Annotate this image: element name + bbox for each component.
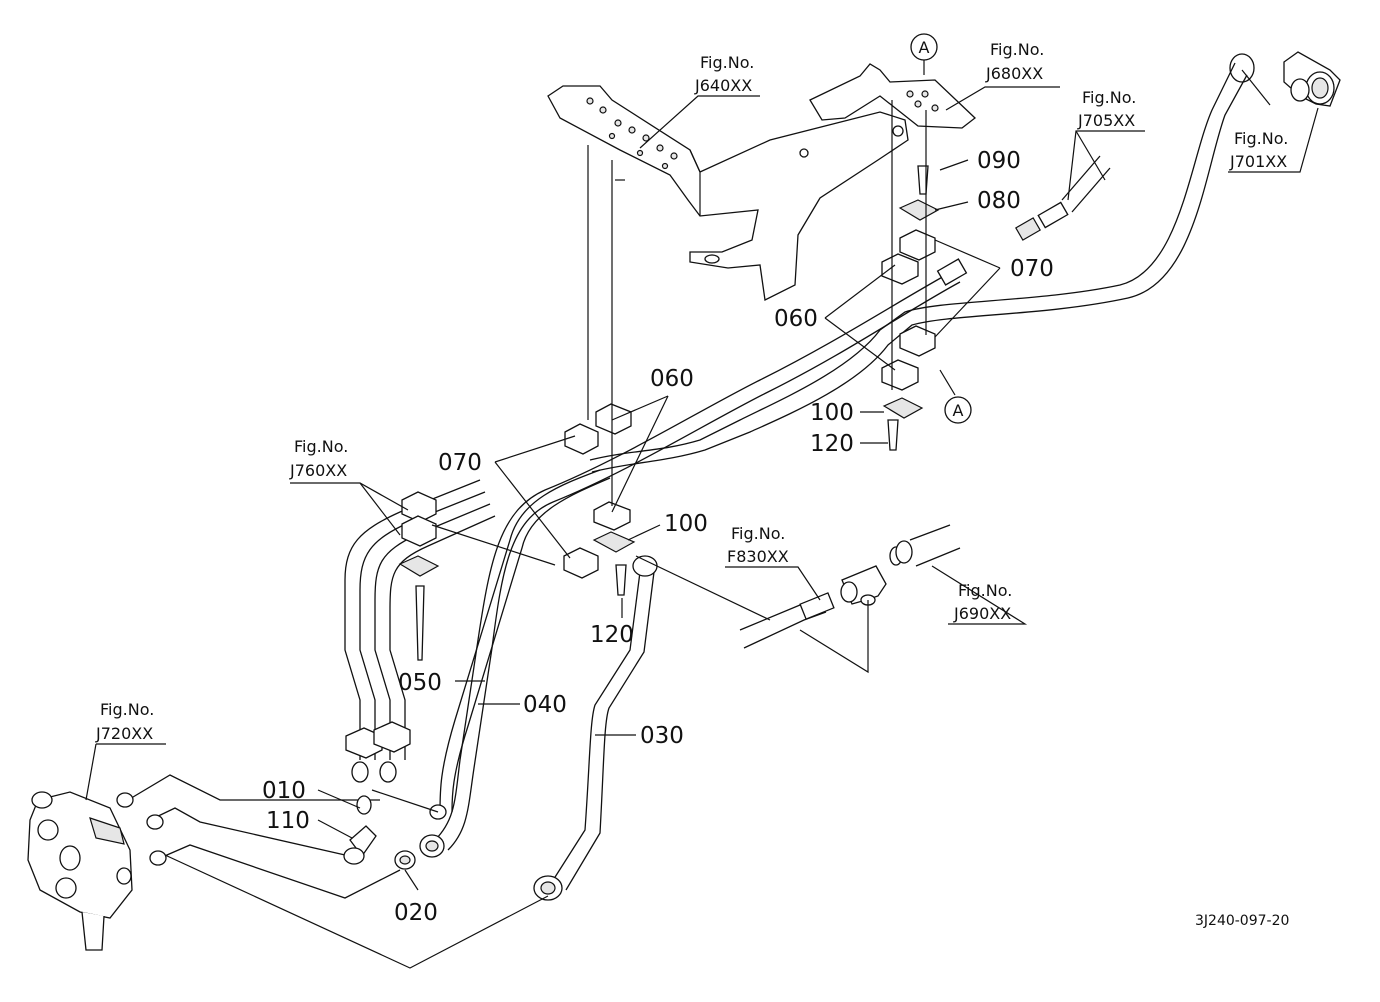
figref-j640-line2: J640XX — [694, 76, 752, 95]
hose-f830 — [739, 592, 835, 649]
figref-j640: Fig.No. J640XX — [694, 53, 754, 95]
figref-j760-line2: J760XX — [289, 461, 347, 480]
label-120-mid: 120 — [590, 622, 634, 648]
marker-a-bottom: A — [944, 396, 972, 424]
clamp-set-mid — [563, 403, 636, 596]
clamp-set-right — [881, 165, 940, 451]
label-070-right: 070 — [1010, 256, 1054, 282]
pipe-upper-long — [589, 62, 1236, 461]
pipe-030-inner — [565, 571, 655, 891]
fitting-j705 — [1015, 155, 1111, 241]
pipe-040-inner — [447, 281, 961, 851]
frame-bracket-j680 — [809, 63, 976, 129]
label-020: 020 — [394, 900, 438, 926]
tee-fitting-j701 — [1229, 51, 1341, 107]
control-valve-j720 — [27, 791, 133, 951]
label-030: 030 — [640, 723, 684, 749]
figref-j720-line1: Fig.No. — [100, 700, 154, 719]
marker-a-bottom-text: A — [953, 401, 964, 420]
figref-j720-line2: J720XX — [95, 724, 153, 743]
marker-a-top-text: A — [919, 38, 930, 57]
clamp-set-left — [345, 491, 440, 783]
label-050: 050 — [398, 670, 442, 696]
marker-a-top: A — [910, 33, 938, 61]
drawing-code: 3J240-097-20 — [1195, 913, 1289, 929]
pipe-030 — [549, 571, 641, 886]
figref-f830-line1: Fig.No. — [731, 524, 785, 543]
fittings-lower — [116, 792, 447, 870]
figref-j760: Fig.No. J760XX — [289, 437, 348, 480]
frame-bracket-j640 — [547, 85, 909, 301]
label-100-mid: 100 — [664, 511, 708, 537]
figref-f830: Fig.No. F830XX — [727, 524, 789, 566]
label-110: 110 — [266, 808, 310, 834]
pipe-j760-a — [344, 479, 481, 760]
pipe-j760-d — [389, 515, 496, 760]
figref-j760-line1: Fig.No. — [294, 437, 348, 456]
label-120-right: 120 — [810, 431, 854, 457]
label-090: 090 — [977, 148, 1021, 174]
pipe-050-inner — [451, 477, 611, 813]
label-060-right: 060 — [774, 306, 818, 332]
figref-j701-line1: Fig.No. — [1234, 129, 1288, 148]
pipe-lower-c — [159, 844, 401, 899]
figref-j705-line2: J705XX — [1077, 111, 1135, 130]
figref-j680: Fig.No. J680XX — [985, 40, 1044, 83]
figref-j690-line2: J690XX — [953, 604, 1011, 623]
label-040: 040 — [523, 692, 567, 718]
pipe-upper-long-inner — [591, 74, 1248, 473]
label-100-right: 100 — [810, 400, 854, 426]
figref-j701: Fig.No. J701XX — [1229, 129, 1288, 171]
leader-lines — [85, 60, 1319, 969]
figref-j720: Fig.No. J720XX — [95, 700, 154, 743]
pipe-040 — [434, 269, 956, 841]
label-080: 080 — [977, 188, 1021, 214]
figref-j680-line1: Fig.No. — [990, 40, 1044, 59]
figref-f830-line2: F830XX — [727, 547, 789, 566]
label-070-left: 070 — [438, 450, 482, 476]
label-010: 010 — [262, 778, 306, 804]
figref-j680-line2: J680XX — [985, 64, 1043, 83]
pipe-lower-b — [149, 807, 346, 856]
figref-j705: Fig.No. J705XX — [1077, 88, 1136, 130]
tee-j690 — [840, 524, 961, 606]
figref-j690-line1: Fig.No. — [958, 581, 1012, 600]
figref-j701-line2: J701XX — [1229, 152, 1287, 171]
label-060-mid: 060 — [650, 366, 694, 392]
pipe-050 — [439, 469, 601, 813]
figref-j690: Fig.No. J690XX — [953, 581, 1012, 623]
figref-j640-line1: Fig.No. — [700, 53, 754, 72]
figref-j705-line1: Fig.No. — [1082, 88, 1136, 107]
pipe-lower-a — [127, 774, 380, 801]
